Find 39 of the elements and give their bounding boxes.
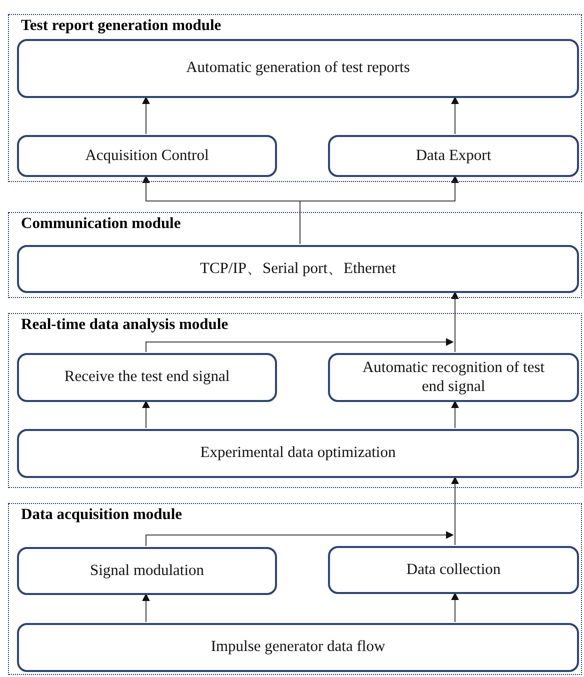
arrow (451, 592, 459, 622)
module-panel (8, 212, 582, 298)
arrow (451, 291, 459, 352)
process-box (17, 623, 579, 672)
arrow (142, 400, 150, 428)
box-label: TCP/IP、Serial port、Ethernet (198, 260, 397, 278)
box-label: Impulse generator data flow (210, 638, 386, 657)
box-label: Signal modulation (88, 562, 206, 580)
arrow (300, 175, 459, 244)
arrow (142, 593, 150, 622)
box-label: Data collection (405, 560, 502, 580)
process-box (328, 353, 579, 402)
box-label: Data Export (414, 146, 492, 166)
module-title: Communication module (21, 215, 181, 233)
process-box (17, 39, 579, 98)
process-box (328, 546, 579, 594)
box-label: Automatic generation of test reports (185, 59, 411, 78)
module-title: Real-time data analysis module (21, 316, 228, 334)
arrow (146, 338, 454, 352)
module-title: Data acquisition module (21, 506, 182, 524)
arrow (451, 400, 459, 428)
box-label: Acquisition Control (84, 146, 210, 166)
process-box (17, 245, 579, 293)
arrow (451, 96, 459, 134)
box-label: Receive the test end signal (63, 368, 231, 387)
module-panel (8, 14, 582, 182)
process-box (17, 547, 277, 595)
arrow (146, 531, 454, 546)
arrow (142, 96, 150, 134)
box-label: Experimental data optimization (199, 444, 397, 463)
module-panel (8, 313, 582, 488)
process-box (17, 135, 277, 177)
process-box (17, 429, 579, 478)
box-label: Automatic recognition of test end signal (361, 358, 546, 396)
arrow (451, 476, 459, 546)
process-box (328, 135, 579, 177)
process-box (17, 353, 277, 402)
module-panel (8, 503, 582, 675)
module-title: Test report generation module (21, 17, 222, 35)
